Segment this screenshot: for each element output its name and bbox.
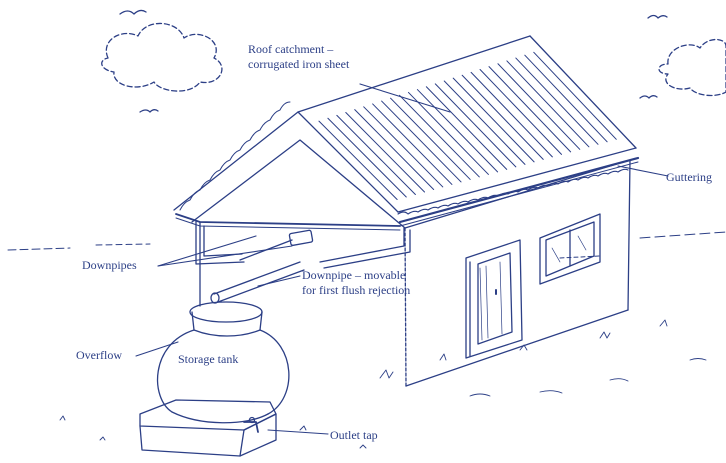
roof-sheet-line xyxy=(337,115,416,194)
birds xyxy=(120,10,667,112)
label-roof-line1: Roof catchment – xyxy=(248,42,334,56)
cloud-right xyxy=(659,40,726,96)
roof-sheet-line xyxy=(480,70,561,155)
label-outlet-tap: Outlet tap xyxy=(330,428,378,442)
roof-sheet-lines xyxy=(319,52,616,199)
roof-sheet-line xyxy=(391,98,471,179)
roof-sheet-line xyxy=(507,61,589,147)
roof-sheet-line xyxy=(462,75,543,159)
roof-sheet-line xyxy=(534,52,617,139)
roof-sheet-line xyxy=(408,92,488,174)
roof-sheet-line xyxy=(328,118,406,197)
label-downpipe-line2: for first flush rejection xyxy=(302,283,411,297)
roof-sheet-line xyxy=(471,72,552,156)
roof-sheet-line xyxy=(516,58,598,144)
roof-sheet-line xyxy=(319,121,397,199)
label-guttering: Guttering xyxy=(666,170,712,184)
horizon-lines xyxy=(8,232,726,258)
roof-sheet-line xyxy=(444,81,525,164)
roof-sheet-line xyxy=(435,84,516,167)
label-downpipes: Downpipes xyxy=(82,258,137,272)
roof-sheet-line xyxy=(498,64,580,150)
label-downpipe-line1: Downpipe – movable xyxy=(302,268,406,282)
roof-sheet-line xyxy=(364,107,443,187)
outlet-tap xyxy=(244,418,258,433)
roof-sheet-line xyxy=(426,87,506,170)
label-roof-catchment: Roof catchment – corrugated iron sheet xyxy=(248,42,349,72)
roof-sheet-line xyxy=(525,55,607,142)
roof-sheet-line xyxy=(346,113,425,192)
roof-sheet-line xyxy=(355,110,434,190)
cloud-left xyxy=(102,23,222,91)
roof-sheet-line xyxy=(373,104,452,185)
leader-lines xyxy=(136,84,668,434)
window xyxy=(540,214,600,284)
label-overflow: Overflow xyxy=(76,348,122,362)
tank-base xyxy=(140,400,276,456)
label-storage-tank: Storage tank xyxy=(178,352,239,366)
storage-tank xyxy=(158,302,289,423)
roof-sheet-line xyxy=(382,101,461,182)
roof-sheet-line xyxy=(400,95,480,177)
roof-sheet-line xyxy=(417,90,497,172)
ground-marks xyxy=(60,320,706,448)
roof-sheet-line xyxy=(453,78,534,162)
label-downpipe-movable: Downpipe – movable for first flush rejec… xyxy=(302,268,410,298)
gutter xyxy=(176,158,638,230)
door xyxy=(466,240,522,358)
label-roof-line2: corrugated iron sheet xyxy=(248,57,350,71)
roof-sheet-line xyxy=(489,67,571,152)
